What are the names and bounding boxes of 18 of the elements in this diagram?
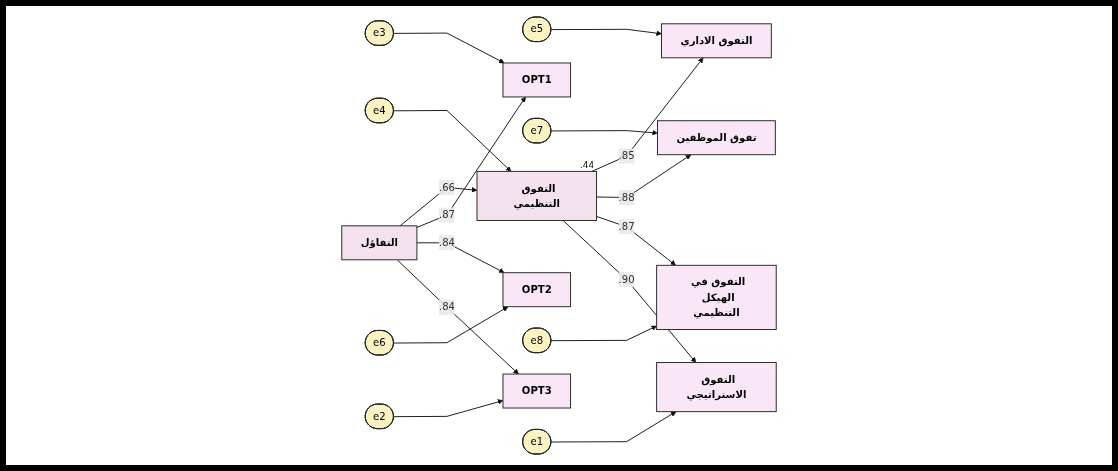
node-box: OPT1 [502, 62, 572, 98]
node-box: التفوق في الهيكل التنظيمي [656, 264, 777, 330]
edge-label: .66 [438, 181, 455, 194]
node-box: تفوق الموظفين [657, 120, 776, 156]
node-box: OPT3 [502, 373, 572, 409]
edge-label: .88 [618, 191, 635, 204]
edge-label: .87 [618, 220, 635, 233]
edge-label: .84 [438, 236, 455, 249]
node-box: التفوق الاداري [661, 23, 772, 59]
edge-label: .85 [618, 149, 635, 162]
node-box: التفوق الاستراتيجي [656, 362, 777, 413]
node-box: OPT2 [502, 272, 572, 308]
edge-label: .84 [438, 301, 455, 313]
node-box: التفاؤل [341, 225, 418, 261]
r-squared-label: .44 [580, 159, 595, 170]
edge-label: .90 [618, 273, 635, 286]
edge-label: .87 [438, 208, 455, 221]
node-box: التفوق التنظيمي [476, 170, 598, 221]
